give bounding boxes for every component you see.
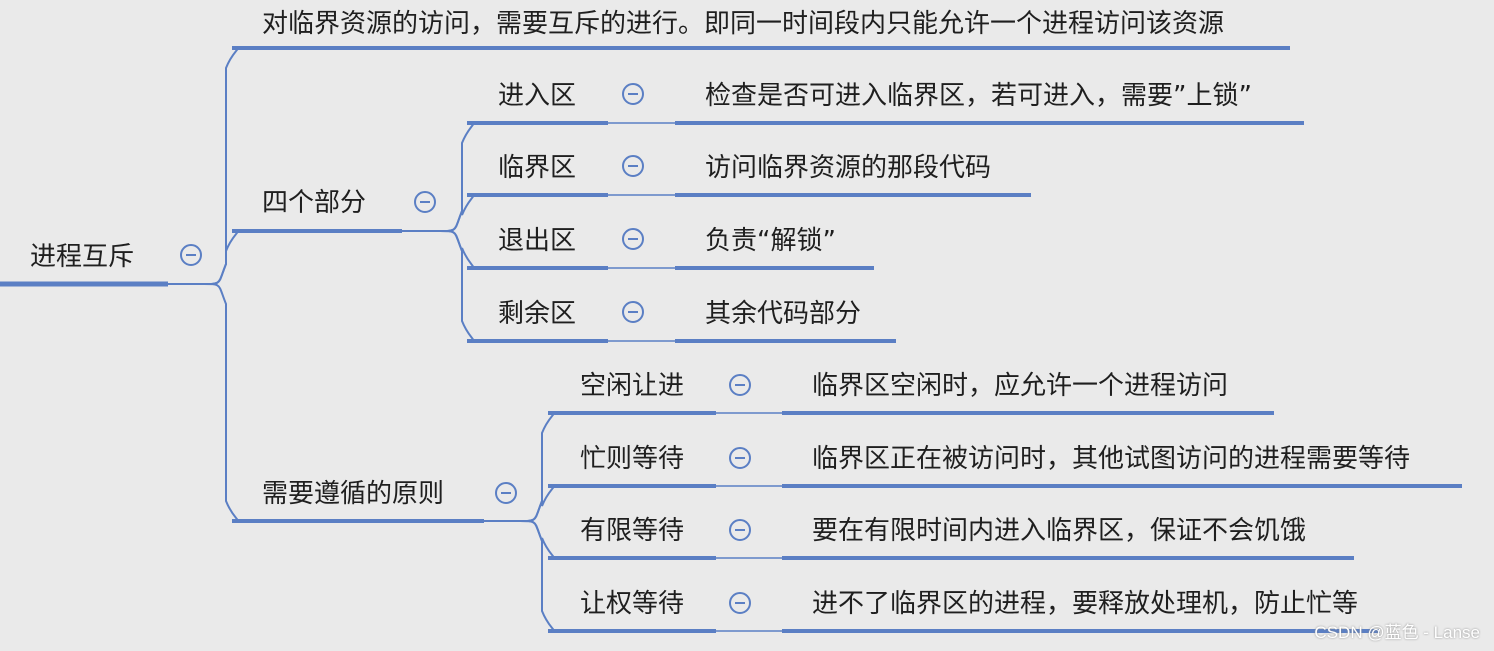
edge-root-definition (203, 47, 239, 285)
principle-desc-bounded: 要在有限时间内进入临界区，保证不会饥饿 (812, 516, 1307, 546)
edge-principles-item (519, 485, 555, 522)
part-label-remainder: 剩余区 (498, 299, 577, 329)
principle-label-idle: 空闲让进 (580, 371, 685, 401)
principle-desc-busy: 临界区正在被访问时，其他试图访问的进程需要等待 (812, 444, 1411, 474)
collapse-exit-icon[interactable] (622, 228, 644, 250)
collapse-bounded-icon[interactable] (729, 519, 751, 541)
edge-four-parts-item (439, 194, 475, 232)
part-label-critical: 临界区 (498, 153, 577, 183)
part-label-enter: 进入区 (498, 81, 577, 111)
principle-label-yield: 让权等待 (580, 589, 685, 619)
principle-desc-idle: 临界区空闲时，应允许一个进程访问 (812, 371, 1229, 401)
definition-node-label: 对临界资源的访问，需要互斥的进行。即同一时间段内只能允许一个进程访问该资源 (262, 9, 1225, 39)
principle-desc-yield: 进不了临界区的进程，要释放处理机，防止忙等 (812, 589, 1359, 619)
edge-four-parts-item (439, 122, 475, 232)
edge-principles-item (519, 520, 555, 632)
collapse-critical-icon[interactable] (622, 155, 644, 177)
collapse-principles-icon[interactable] (495, 482, 517, 504)
part-label-exit: 退出区 (498, 226, 577, 256)
edge-four-parts-item (439, 230, 475, 342)
collapse-four-parts-icon[interactable] (414, 191, 436, 213)
collapse-remainder-icon[interactable] (622, 301, 644, 323)
collapse-yield-icon[interactable] (729, 592, 751, 614)
collapse-root-icon[interactable] (180, 244, 202, 266)
collapse-busy-icon[interactable] (729, 447, 751, 469)
part-desc-remainder: 其余代码部分 (705, 299, 862, 329)
principle-label-busy: 忙则等待 (580, 444, 685, 474)
edge-root-principles (203, 283, 239, 522)
part-desc-enter: 检查是否可进入临界区，若可进入，需要”上锁” (705, 81, 1252, 111)
part-desc-critical: 访问临界资源的那段代码 (705, 153, 992, 183)
root-node-label: 进程互斥 (30, 242, 135, 272)
principles-node-label: 需要遵循的原则 (262, 479, 445, 509)
collapse-enter-icon[interactable] (622, 83, 644, 105)
principle-label-bounded: 有限等待 (580, 516, 685, 546)
collapse-idle-icon[interactable] (729, 374, 751, 396)
four-parts-node-label: 四个部分 (262, 188, 367, 218)
watermark: CSDN @蓝色 - Lanse (1314, 623, 1480, 642)
part-desc-exit: 负责“解锁” (705, 226, 836, 256)
edge-principles-item (519, 412, 555, 522)
edge-root-four-parts (203, 230, 239, 285)
